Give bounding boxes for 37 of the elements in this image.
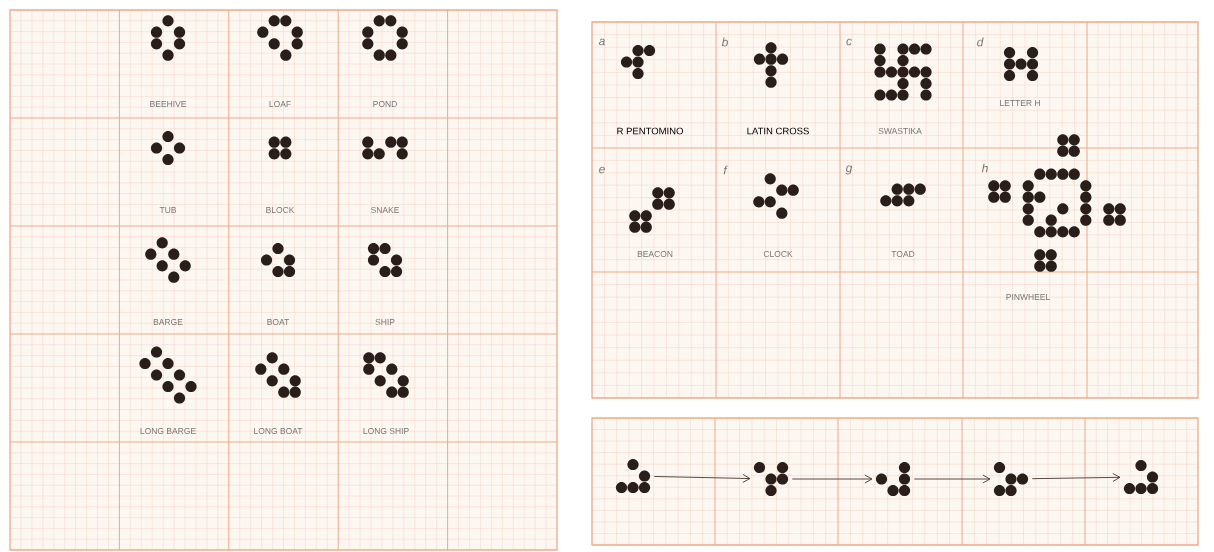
pattern-name: POND: [373, 101, 397, 107]
pattern-name: BARGE: [153, 319, 183, 325]
pattern-name: SNAKE: [371, 207, 400, 213]
pattern-name: BLOCK: [266, 207, 295, 213]
pattern-name: LONG SHIP: [363, 428, 409, 434]
panel-letter: c: [846, 38, 852, 46]
glider-pattern: [615, 458, 651, 494]
pattern-name: TUB: [159, 207, 177, 213]
arrow: [913, 474, 991, 484]
pattern-name: LONG BOAT: [254, 428, 303, 434]
pattern-name: BEACON: [637, 251, 673, 257]
pattern-name: SWASTIKA: [878, 128, 922, 134]
pattern-name: BEEHIVE: [150, 101, 187, 107]
glider-pattern: [875, 461, 911, 497]
arrow: [791, 474, 873, 484]
pattern-name: TOAD: [891, 251, 915, 257]
arrow: [1031, 473, 1121, 482]
pattern-name: LONG BARGE: [140, 428, 196, 434]
pattern-name: SHIP: [375, 319, 395, 325]
arrow: [653, 474, 751, 483]
panel-letter: f: [723, 165, 728, 175]
pattern-name: LATIN CROSS: [747, 127, 809, 135]
pattern-name: R PENTOMINO: [617, 127, 683, 135]
pattern-name: PINWHEEL: [1006, 294, 1050, 300]
glider-pattern: [993, 461, 1029, 497]
panel-letter: g: [845, 165, 853, 175]
pattern-name: LOAF: [269, 101, 291, 107]
pattern-name: LETTER H: [1000, 100, 1040, 106]
panel-letter: h: [981, 163, 988, 173]
pattern-name: BOAT: [267, 319, 290, 325]
panel-letter: d: [977, 37, 984, 47]
panel-letter: a: [598, 38, 605, 46]
glider-pattern: [753, 461, 789, 497]
pattern-name: CLOCK: [763, 251, 793, 257]
panel-letter: e: [599, 166, 605, 174]
panel-letter: b: [721, 37, 728, 47]
glider-pattern: [1123, 459, 1159, 495]
